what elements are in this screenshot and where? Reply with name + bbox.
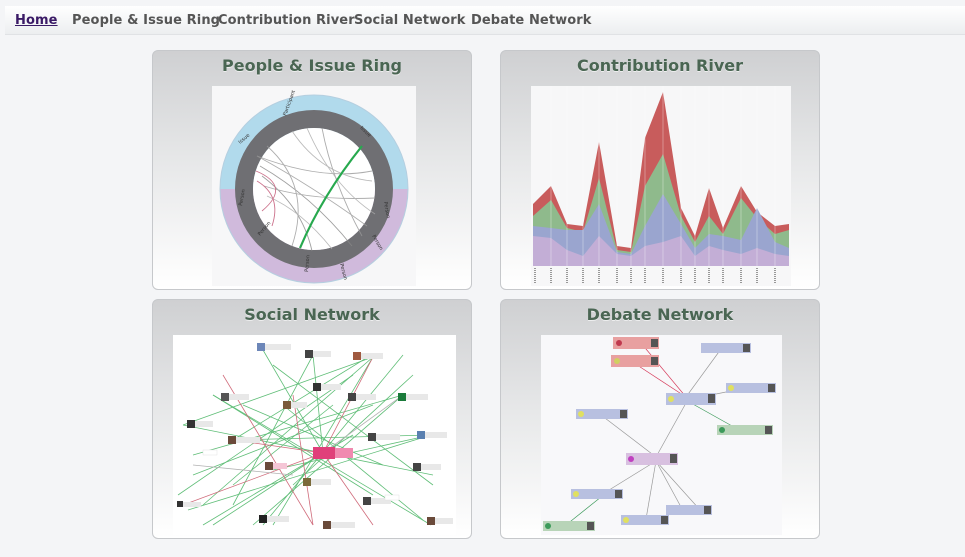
nav-contribution-river-link[interactable]: Contribution River — [218, 13, 355, 28]
svg-text:Person: Person — [338, 263, 348, 281]
contribution-river-thumbnail[interactable] — [531, 86, 791, 286]
contribution-river-card[interactable]: Contribution River — [500, 50, 820, 290]
people-issue-ring-thumbnail[interactable]: Participant Issue Issue Person Person Pe… — [212, 86, 416, 286]
people-issue-ring-card[interactable]: People & Issue Ring — [152, 50, 472, 290]
social-network-visualization — [177, 343, 453, 529]
ring-visualization: Participant Issue Issue Person Person Pe… — [219, 89, 409, 284]
card-title: Contribution River — [576, 56, 744, 75]
top-navigation-bar: Home People & Issue Ring Contribution Ri… — [5, 6, 965, 35]
card-title: People & Issue Ring — [222, 56, 402, 75]
social-network-card[interactable]: Social Network — [152, 299, 472, 539]
debate-network-thumbnail[interactable] — [541, 335, 782, 535]
nav-social-network-link[interactable]: Social Network — [354, 13, 466, 28]
svg-text:Person: Person — [238, 189, 247, 207]
nav-people-issue-ring-link[interactable]: People & Issue Ring — [72, 13, 221, 28]
nav-debate-network-link[interactable]: Debate Network — [471, 13, 592, 28]
svg-text:Person: Person — [382, 201, 391, 219]
card-title: Debate Network — [586, 305, 734, 324]
nav-home-link[interactable]: Home — [15, 13, 58, 28]
social-network-thumbnail[interactable] — [173, 335, 456, 535]
svg-text:Person: Person — [304, 255, 311, 272]
river-visualization — [533, 86, 789, 284]
debate-network-visualization — [543, 337, 776, 531]
card-title: Social Network — [244, 305, 380, 324]
debate-network-card[interactable]: Debate Network — [500, 299, 820, 539]
